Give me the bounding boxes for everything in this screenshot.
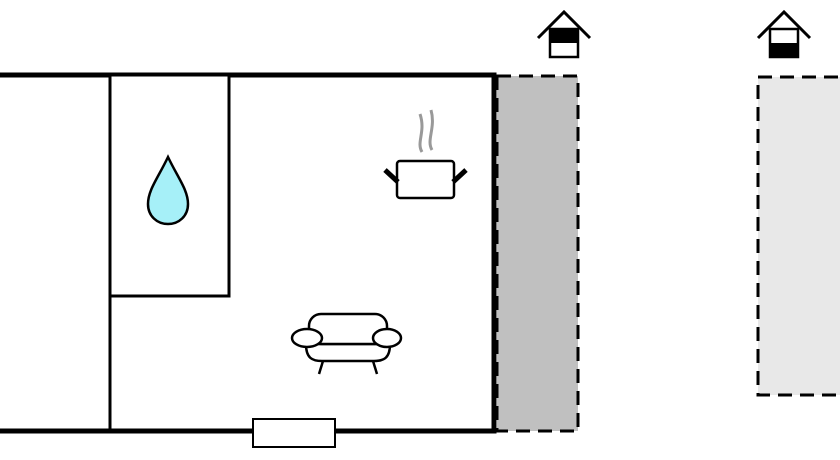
water-drop-icon: [146, 154, 190, 226]
terrace-open: [756, 75, 840, 397]
entrance-door: [252, 418, 336, 448]
terrace-covered: [495, 74, 580, 433]
house-level-ground-icon: [536, 9, 592, 59]
house-level-upper-icon: [756, 9, 812, 59]
outer-walls: [0, 72, 497, 434]
cooking-pot-icon: [383, 109, 468, 200]
sofa-icon: [290, 312, 403, 375]
